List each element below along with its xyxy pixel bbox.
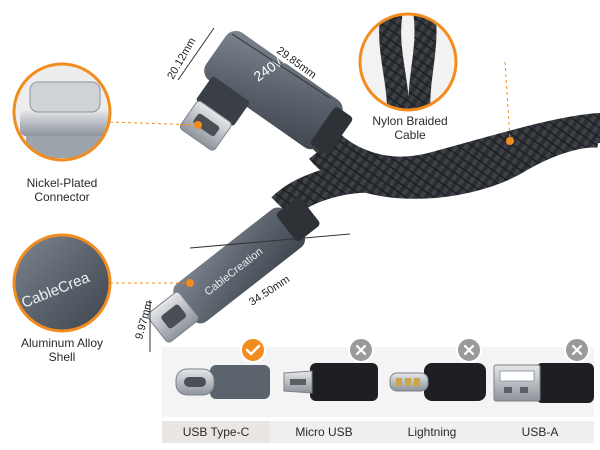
- check-icon: [240, 337, 266, 363]
- compat-label: Micro USB: [270, 421, 378, 443]
- callout-aluminum-zoom: CableCrea: [12, 233, 112, 333]
- compat-micro-usb: Micro USB: [270, 337, 378, 445]
- compat-label: USB Type-C: [162, 421, 270, 443]
- compat-label: USB-A: [486, 421, 594, 443]
- braided-cable-lower: [271, 162, 382, 220]
- callout-dot-connector: [194, 121, 202, 129]
- callout-dot-cable: [506, 137, 514, 145]
- label-nickel-plated: Nickel-Plated Connector: [26, 176, 98, 204]
- close-icon: [456, 337, 482, 363]
- callout-dot-shell: [186, 279, 194, 287]
- callout-nylon-zoom: [358, 12, 458, 112]
- compat-usb-a: USB-A: [486, 337, 594, 445]
- angled-connector: [179, 30, 353, 155]
- compat-label: Lightning: [378, 421, 486, 443]
- label-nylon-braided: Nylon Braided Cable: [372, 114, 448, 142]
- label-aluminum-shell: Aluminum Alloy Shell: [20, 336, 104, 364]
- micro-usb-connector-image: [270, 347, 378, 417]
- compat-usb-type-c: USB Type-C: [162, 337, 270, 445]
- usb-c-connector-image: [162, 347, 270, 417]
- compat-lightning: Lightning: [378, 337, 486, 445]
- callout-nickel-zoom: [12, 62, 112, 162]
- straight-connector: [147, 197, 320, 343]
- close-icon: [348, 337, 374, 363]
- dimension-lines: [149, 27, 351, 352]
- close-icon: [564, 337, 590, 363]
- callout-leaders: [109, 61, 511, 284]
